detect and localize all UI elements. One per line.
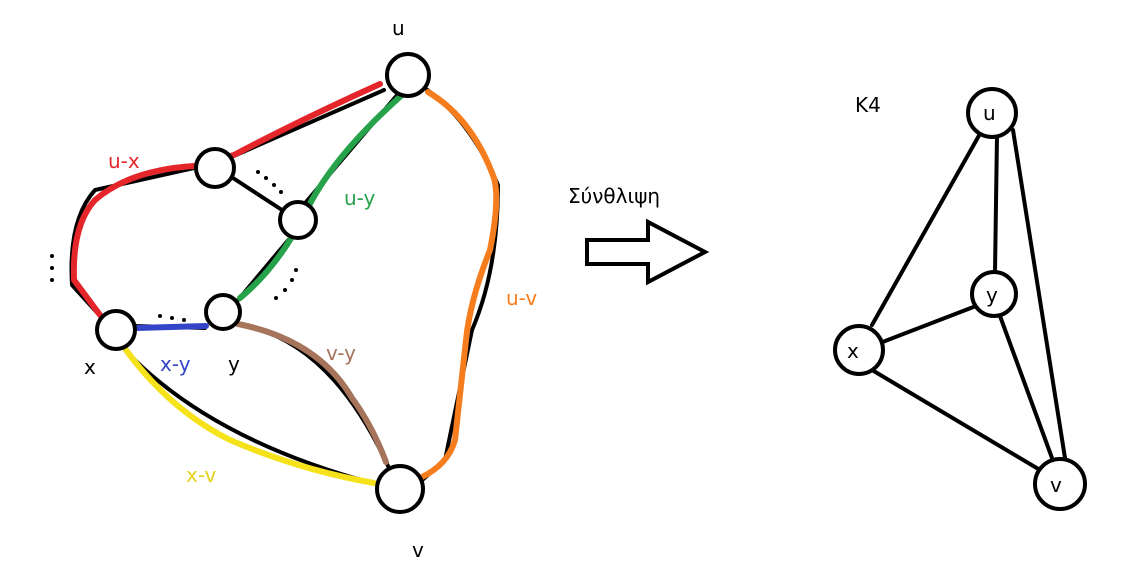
right-graph: K4 u y x v <box>833 87 1087 511</box>
label-y: y <box>228 352 240 376</box>
k4-edge-u-v <box>1011 128 1067 460</box>
k4-label-y: y <box>986 283 998 307</box>
k4-edge-x-y <box>878 304 978 345</box>
node-y <box>204 293 242 331</box>
operation-label: Σύνθλιψη <box>568 184 660 208</box>
path-x-y <box>133 323 209 331</box>
k4-node-v <box>1033 457 1087 511</box>
label-v: v <box>412 538 424 562</box>
label-x: x <box>84 355 96 379</box>
arrow-icon <box>585 218 710 286</box>
node-a <box>194 147 236 189</box>
path-label-v-y: v-y <box>326 341 356 365</box>
k4-node-u <box>966 87 1018 139</box>
path-x-v <box>123 347 377 486</box>
node-x <box>95 309 137 351</box>
path-label-x-v: x-v <box>186 463 217 487</box>
node-u <box>385 52 431 98</box>
path-label-u-v: u-v <box>506 286 537 310</box>
k4-edge-u-x <box>870 130 983 327</box>
left-graph: u x y v u-x u-y u-v x-y v-y x-v <box>50 16 537 562</box>
path-u-v <box>417 89 500 481</box>
k4-label-u: u <box>983 101 996 125</box>
edge-a-b <box>231 176 284 212</box>
dot-marks <box>50 170 298 322</box>
path-u-y <box>237 92 405 301</box>
path-u-x <box>70 81 383 318</box>
path-v-y <box>235 321 389 465</box>
node-b <box>278 200 318 240</box>
k4-label-v: v <box>1050 473 1062 497</box>
transform-arrow: Σύνθλιψη <box>568 184 710 286</box>
k4-node-y <box>970 270 1018 318</box>
label-u: u <box>392 16 405 40</box>
k4-node-x <box>833 324 885 376</box>
k4-title: K4 <box>855 93 881 117</box>
k4-edge-x-v <box>870 368 1042 472</box>
k4-edge-u-y <box>993 133 999 274</box>
path-label-u-x: u-x <box>108 149 140 173</box>
k4-label-x: x <box>847 339 859 363</box>
edge-a-x <box>69 166 196 320</box>
k4-edge-y-v <box>998 314 1054 460</box>
path-label-x-y: x-y <box>160 352 191 376</box>
path-label-u-y: u-y <box>344 186 376 210</box>
node-v <box>375 464 425 514</box>
